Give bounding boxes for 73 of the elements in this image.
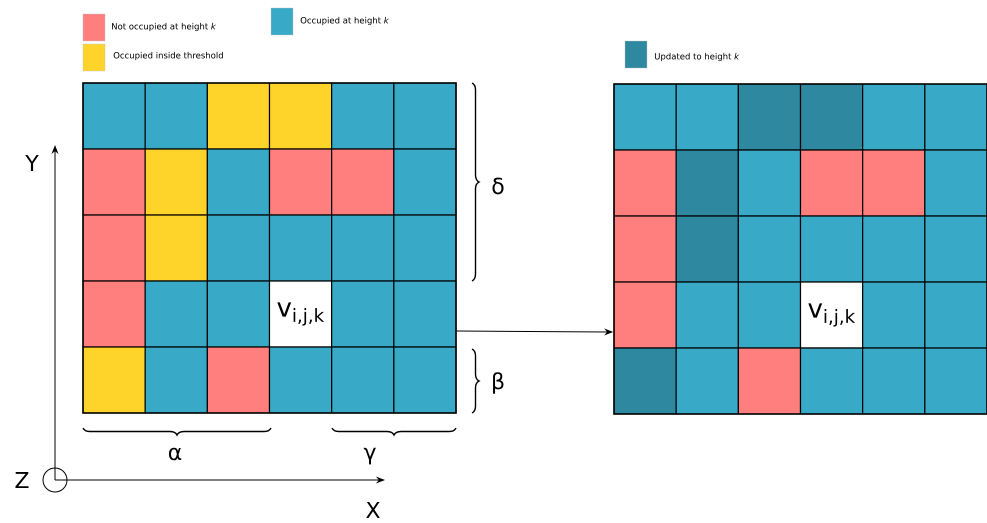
grid-cell xyxy=(206,214,270,282)
grid-cell xyxy=(82,148,146,216)
grid-cell xyxy=(393,280,457,348)
grid-cell xyxy=(393,148,457,216)
grid-cell xyxy=(738,149,802,217)
grid-cell xyxy=(676,149,739,217)
grid-cell xyxy=(862,347,926,415)
grid-cell xyxy=(331,214,394,282)
grid-cell xyxy=(613,83,677,151)
grid-cell xyxy=(206,82,270,150)
grid-cell xyxy=(206,148,270,216)
grid-cell xyxy=(738,83,802,151)
grid-cell xyxy=(613,215,677,283)
grid-cell xyxy=(268,148,332,216)
grid xyxy=(613,83,987,415)
grid-cell xyxy=(613,281,677,349)
grid-cell xyxy=(82,280,146,348)
grid-cell xyxy=(862,149,926,217)
grid-cell xyxy=(800,215,864,283)
axis-label: X xyxy=(366,502,380,518)
grid-cell xyxy=(924,347,987,415)
grid-cell xyxy=(676,281,739,349)
grid-cell xyxy=(676,347,739,415)
grid-cell xyxy=(144,280,208,348)
legend-label: Occupied inside threshold xyxy=(114,52,223,60)
grid-cell xyxy=(800,83,864,151)
grid xyxy=(82,82,457,414)
grid-cell xyxy=(82,214,146,282)
grid-cell xyxy=(331,346,394,414)
grid-cell xyxy=(924,281,987,349)
grid-cell xyxy=(144,346,208,414)
grid-cell xyxy=(268,82,332,150)
grid-cell xyxy=(331,82,394,150)
axis-label: Z xyxy=(15,472,29,488)
dimension-label: α xyxy=(168,448,182,460)
grid-cell xyxy=(268,214,332,282)
grid-cell xyxy=(924,215,987,283)
grid-cell xyxy=(676,215,739,283)
variable-cell: v$_{i,j,k}$ xyxy=(800,281,864,349)
grid-cell xyxy=(331,280,394,348)
dimension-label: β xyxy=(493,372,504,394)
grid-cell xyxy=(206,346,270,414)
grid-cell xyxy=(82,346,146,414)
grid-cell xyxy=(268,346,332,414)
variable-cell: v$_{i,j,k}$ xyxy=(268,280,332,348)
grid-cell xyxy=(613,347,677,415)
grid-cell xyxy=(676,83,739,151)
legend-label: Not occupied at height k xyxy=(112,22,216,32)
dimension-label: γ xyxy=(364,448,376,464)
grid-cell xyxy=(800,149,864,217)
grid-cell xyxy=(862,215,926,283)
grid-cell xyxy=(331,148,394,216)
legend-label: Updated to height k xyxy=(654,52,740,62)
grid-cell xyxy=(393,214,457,282)
grid-cell xyxy=(924,83,987,151)
grid-cell xyxy=(393,82,457,150)
grid-cell xyxy=(738,215,802,283)
legend-label: Occupied at height k xyxy=(300,16,389,26)
grid-cell xyxy=(924,149,987,217)
grid-cell xyxy=(738,347,802,415)
dimension-label: δ xyxy=(492,178,504,194)
grid-cell xyxy=(144,82,208,150)
axis-label: Y xyxy=(25,154,39,172)
grid-cell xyxy=(738,281,802,349)
grid-cell xyxy=(800,347,864,415)
grid-cell xyxy=(862,83,926,151)
grid-cell xyxy=(144,214,208,282)
grid-cell xyxy=(206,280,270,348)
grid-cell xyxy=(613,149,677,217)
grid-cell xyxy=(393,346,457,414)
grid-cell xyxy=(82,82,146,150)
grid-cell xyxy=(144,148,208,216)
grid-cell xyxy=(862,281,926,349)
